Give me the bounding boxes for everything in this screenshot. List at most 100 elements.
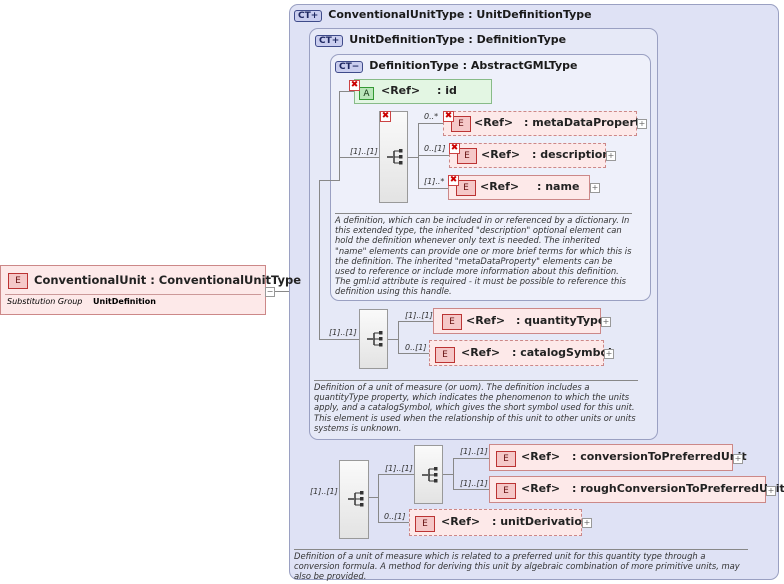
abstract-icon: ✖ — [443, 111, 454, 122]
ct-expand-icon[interactable]: CT+ — [294, 10, 323, 22]
connector-line — [418, 155, 449, 156]
connector-line — [398, 321, 399, 354]
element-description[interactable]: E <Ref> : description — [449, 143, 610, 168]
element-name: : name — [537, 180, 580, 193]
expand-icon[interactable]: + — [582, 518, 592, 528]
element-badge-icon: E — [457, 148, 477, 164]
outer-type-title: CT+ConventionalUnitType : UnitDefinition… — [294, 8, 592, 22]
element-conversiontopreferredunit[interactable]: E <Ref> : conversionToPreferredUnit — [489, 444, 747, 471]
element-name-box[interactable]: E <Ref> : name — [448, 175, 590, 200]
cardinality-label: 0..[1] — [405, 343, 427, 352]
abstract-icon: ✖ — [448, 175, 459, 186]
ct-collapse-icon[interactable]: CT− — [335, 61, 364, 73]
element-badge-icon: E — [496, 483, 516, 499]
collapse-icon[interactable]: − — [265, 287, 275, 297]
connector-line — [418, 123, 443, 124]
attribute-ref: <Ref> — [381, 84, 421, 97]
connector-line — [408, 157, 418, 158]
element-ref: <Ref> — [521, 482, 561, 495]
connector-line — [378, 474, 414, 475]
element-name: : roughConversionToPreferredUnit — [572, 482, 784, 495]
cardinality-label: [1]..[1] — [329, 328, 357, 337]
element-badge-icon: E — [451, 116, 471, 132]
root-element-box[interactable]: E ConventionalUnit : ConventionalUnitTyp… — [0, 265, 301, 315]
sequence-compositor[interactable] — [359, 309, 388, 369]
element-ref: <Ref> — [466, 314, 506, 327]
substitution-group-value: UnitDefinition — [93, 297, 156, 306]
connector-line — [339, 157, 379, 158]
connector-line — [319, 339, 359, 340]
connector-line — [418, 123, 419, 189]
element-badge-icon: E — [415, 516, 435, 532]
sequence-icon — [348, 491, 364, 507]
expand-icon[interactable]: + — [606, 151, 616, 161]
expand-icon[interactable]: + — [637, 119, 647, 129]
inner-type-documentation: A definition, which can be included in o… — [335, 213, 632, 297]
connector-line — [369, 497, 378, 498]
abstract-icon: ✖ — [380, 111, 391, 122]
substitution-group-label: Substitution Group — [7, 297, 83, 306]
connector-line — [418, 188, 448, 189]
cardinality-label: [1]..[1] — [460, 447, 488, 456]
expand-icon[interactable]: + — [590, 183, 600, 193]
element-badge-icon: E — [456, 180, 476, 196]
element-badge-icon: E — [442, 314, 462, 330]
ct-expand-icon[interactable]: CT+ — [315, 35, 344, 47]
inner-type-title: CT−DefinitionType : AbstractGMLType — [335, 59, 578, 73]
connector-line — [266, 291, 300, 292]
element-name: : catalogSymbol — [512, 346, 612, 359]
attribute-id-box[interactable]: A <Ref> : id — [354, 79, 492, 104]
connector-line — [443, 474, 454, 475]
cardinality-label: [1]..* — [424, 177, 445, 186]
element-quantitytype[interactable]: E <Ref> : quantityType — [433, 308, 605, 334]
cardinality-label: [1]..[1] — [350, 147, 378, 156]
cardinality-label: [1]..[1] — [385, 464, 413, 473]
cardinality-label: 0..* — [424, 112, 439, 121]
sequence-icon — [387, 149, 403, 165]
connector-line — [378, 474, 379, 523]
abstract-icon: ✖ — [349, 80, 360, 91]
connector-line — [378, 522, 409, 523]
connector-line — [398, 321, 433, 322]
mid-type-documentation: Definition of a unit of measure (or uom)… — [314, 380, 638, 433]
element-catalogsymbol[interactable]: E <Ref> : catalogSymbol — [429, 340, 612, 366]
element-badge-icon: E — [496, 451, 516, 467]
expand-icon[interactable]: + — [604, 349, 614, 359]
connector-line — [319, 180, 320, 340]
connector-line — [398, 353, 429, 354]
cardinality-label: [1]..[1] — [310, 487, 338, 496]
element-unitderivation[interactable]: E <Ref> : unitDerivation — [409, 509, 590, 536]
cardinality-label: [1]..[1] — [460, 479, 488, 488]
connector-line — [453, 458, 489, 459]
element-metadataproperty[interactable]: E <Ref> : metaDataProperty — [443, 111, 647, 136]
element-name: : unitDerivation — [492, 515, 590, 528]
outer-type-documentation: Definition of a unit of measure which is… — [294, 549, 748, 582]
expand-icon[interactable]: + — [733, 454, 743, 464]
element-ref: <Ref> — [480, 180, 520, 193]
element-ref: <Ref> — [481, 148, 521, 161]
element-ref: <Ref> — [461, 346, 501, 359]
cardinality-label: 0..[1] — [424, 144, 446, 153]
expand-icon[interactable]: + — [601, 317, 611, 327]
connector-line — [319, 180, 339, 181]
sequence-compositor[interactable] — [379, 111, 408, 203]
sequence-icon — [422, 467, 438, 483]
connector-line — [339, 91, 340, 181]
attribute-badge-icon: A — [359, 87, 374, 100]
element-badge-icon: E — [435, 347, 455, 363]
element-ref: <Ref> — [521, 450, 561, 463]
element-ref: <Ref> — [474, 116, 514, 129]
element-roughconversiontopreferredunit[interactable]: E <Ref> : roughConversionToPreferredUnit — [489, 476, 784, 503]
expand-icon[interactable]: + — [766, 486, 776, 496]
connector-line — [453, 458, 454, 490]
cardinality-label: 0..[1] — [384, 512, 406, 521]
sequence-compositor[interactable] — [339, 460, 369, 539]
cardinality-label: [1]..[1] — [405, 311, 433, 320]
connector-line — [388, 339, 398, 340]
element-name: : conversionToPreferredUnit — [572, 450, 747, 463]
connector-line — [339, 91, 354, 92]
mid-type-title: CT+UnitDefinitionType : DefinitionType — [315, 33, 566, 47]
element-badge-icon: E — [8, 273, 28, 289]
abstract-icon: ✖ — [449, 143, 460, 154]
sequence-compositor[interactable] — [414, 445, 443, 504]
